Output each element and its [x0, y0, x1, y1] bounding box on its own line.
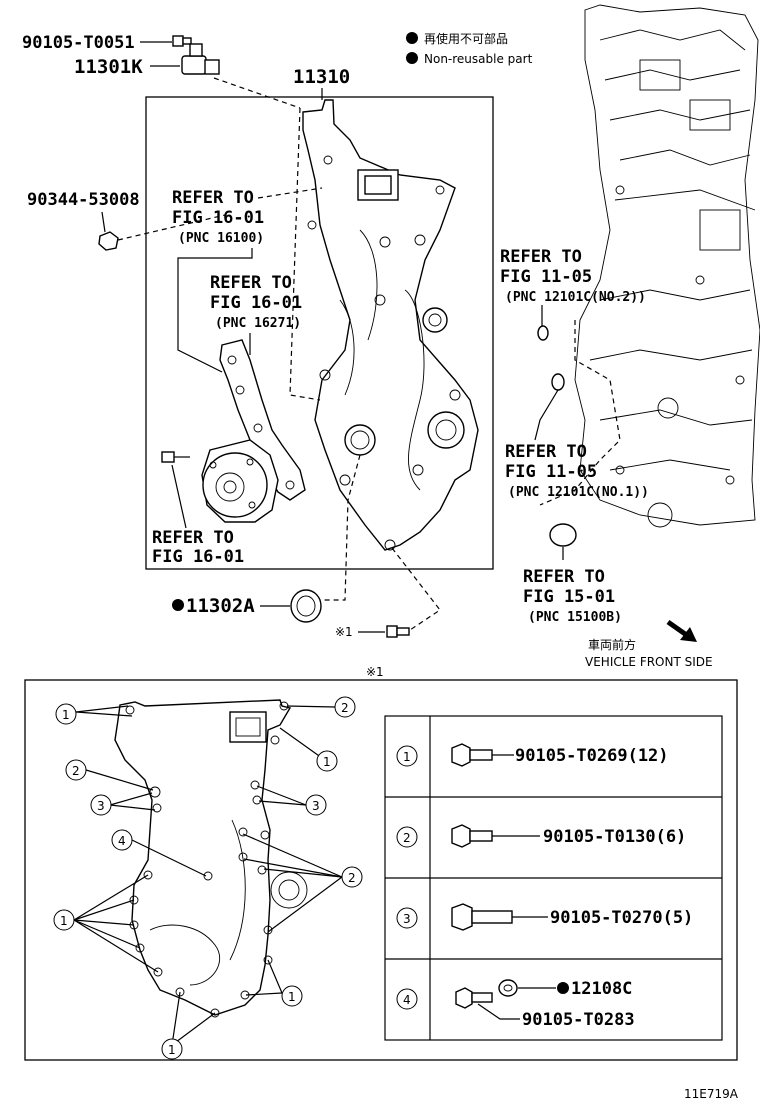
svg-text:1: 1 [288, 990, 296, 1004]
washer-icon [498, 979, 518, 997]
camshaft-sensor-icon [181, 43, 220, 75]
svg-text:2: 2 [341, 701, 349, 715]
callout-2-a: 2 [334, 696, 356, 718]
ref1-line2: FIG 16-01 [172, 208, 264, 228]
svg-text:90105-T0130(6): 90105-T0130(6) [543, 827, 686, 847]
ref4-pnc: (PNC 12101C(NO.2)) [505, 290, 646, 305]
svg-text:3: 3 [312, 799, 320, 813]
table-row-1: 1 90105-T0269(12) [396, 743, 669, 767]
callout-leaders [73, 705, 343, 1046]
svg-text:1: 1 [62, 708, 70, 722]
callout-1-b: 1 [316, 750, 338, 772]
timing-chain-cover [302, 99, 479, 551]
ref3-line1: REFER TO [152, 528, 234, 548]
detail-frame [24, 679, 738, 1061]
callout-1-a: 1 [55, 703, 77, 725]
ref2-pnc: (PNC 16271) [215, 316, 301, 331]
ref2-line1: REFER TO [210, 273, 292, 293]
bolt-table [384, 715, 723, 1041]
part-90105-T0051: 90105-T0051 [22, 33, 135, 53]
ref1-line1: REFER TO [172, 188, 254, 208]
bolt-icon [161, 451, 190, 463]
oil-seal-icon [290, 589, 322, 623]
o-ring-no1-icon [551, 373, 565, 391]
ref6-line1: REFER TO [523, 567, 605, 587]
non-reusable-bullet-icon [406, 52, 418, 64]
ref4-line1: REFER TO [500, 247, 582, 267]
svg-text:2: 2 [348, 871, 356, 885]
engine-block [574, 4, 760, 528]
bolt-icon [386, 625, 410, 638]
bolt-type-2-icon [451, 824, 493, 848]
ref5-pnc: (PNC 12101C(NO.1)) [508, 485, 649, 500]
bolt-type-4-icon [455, 987, 493, 1009]
detail-cover [114, 699, 308, 1018]
svg-text:4: 4 [118, 834, 126, 848]
water-pump-gasket [219, 339, 306, 501]
callout-3-b: 3 [305, 794, 327, 816]
callout-1-c: 1 [53, 909, 75, 931]
bolt-small-icon [172, 35, 192, 47]
table-row-4: 4 12108C 90105-T0283 [396, 979, 635, 1030]
svg-text:90105-T0283: 90105-T0283 [522, 1010, 635, 1030]
bolt-type-3-icon [451, 903, 513, 931]
part-11301K: 11301K [74, 56, 143, 78]
ref1-pnc: (PNC 16100) [178, 231, 264, 246]
ref5-line1: REFER TO [505, 442, 587, 462]
ref4-line2: FIG 11-05 [500, 267, 592, 287]
callout-1-d: 1 [281, 985, 303, 1007]
ref2-line2: FIG 16-01 [210, 293, 302, 313]
svg-text:3: 3 [97, 799, 105, 813]
callout-1-e: 1 [161, 1038, 183, 1060]
main-assembly-frame [145, 96, 494, 570]
svg-text:3: 3 [403, 912, 411, 926]
front-arrow-icon [666, 619, 697, 642]
bolt-type-1-icon [451, 743, 493, 767]
mark-note-1: ※1 [335, 625, 353, 639]
callout-3-a: 3 [90, 794, 112, 816]
o-ring-no2-icon [537, 325, 549, 341]
part-90344-53008: 90344-53008 [27, 190, 140, 210]
ref3-line2: FIG 16-01 [152, 547, 244, 567]
callout-4: 4 [111, 829, 133, 851]
callout-2-b: 2 [65, 759, 87, 781]
svg-text:1: 1 [168, 1043, 176, 1057]
svg-text:90105-T0269(12): 90105-T0269(12) [515, 746, 669, 766]
callout-2-c: 2 [341, 866, 363, 888]
figure-code: 11E719A [684, 1087, 739, 1101]
o-ring-15100B-icon [549, 523, 577, 547]
legend-en: Non-reusable part [424, 52, 533, 66]
ref6-line2: FIG 15-01 [523, 587, 615, 607]
part-11310: 11310 [293, 66, 350, 88]
water-pump [201, 439, 279, 523]
ref6-pnc: (PNC 15100B) [528, 610, 622, 625]
table-row-2: 2 90105-T0270(5) 90105-T0130(6) [396, 824, 686, 848]
svg-text:2: 2 [403, 831, 411, 845]
svg-text:90105-T0270(5): 90105-T0270(5) [550, 908, 693, 928]
ref5-line2: FIG 11-05 [505, 462, 597, 482]
plug-icon [98, 231, 119, 251]
part-11302A: 11302A [186, 595, 255, 617]
non-reusable-bullet-icon [557, 982, 569, 994]
non-reusable-bullet-icon [406, 32, 418, 44]
svg-text:1: 1 [403, 750, 411, 764]
svg-text:12108C: 12108C [571, 979, 632, 999]
svg-text:1: 1 [323, 755, 331, 769]
legend-jp: 再使用不可部品 [424, 31, 508, 46]
svg-text:2: 2 [72, 764, 80, 778]
detail-mark: ※1 [366, 665, 384, 679]
direction-en: VEHICLE FRONT SIDE [585, 655, 713, 669]
svg-text:4: 4 [403, 993, 411, 1007]
svg-text:1: 1 [60, 914, 68, 928]
direction-jp: 車両前方 [588, 637, 636, 652]
non-reusable-bullet-icon [172, 599, 184, 611]
table-row-3: 3 90105-T0270(5) [396, 903, 693, 931]
